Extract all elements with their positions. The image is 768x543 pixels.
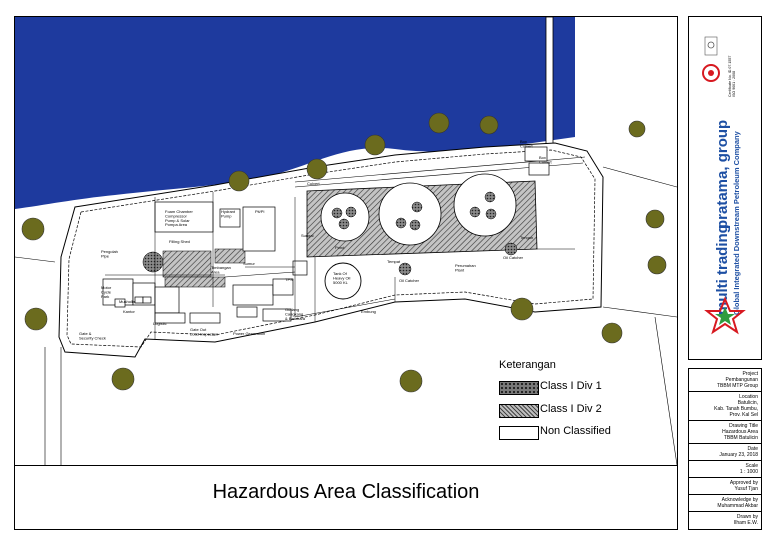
tank-1-div1-zone xyxy=(320,192,370,242)
info-value: Muhammad Akbar xyxy=(717,503,758,509)
filling-div1 xyxy=(142,251,164,273)
info-row-location: Location Batulicin, Kab. Tanah Bumbu, Pr… xyxy=(689,392,761,421)
oil-catcher-1 xyxy=(398,262,412,276)
tank-1 xyxy=(331,206,357,230)
legend-label-div2: Class I Div 2 xyxy=(540,403,602,415)
side-panel: multi trading pratama, group Global Inte… xyxy=(688,16,762,530)
filling-div2 xyxy=(162,250,212,278)
company-logo-box: multi trading pratama, group Global Inte… xyxy=(688,16,762,360)
label-tengah: Tengah xyxy=(520,235,533,240)
tank-2-div1-zone xyxy=(378,182,442,246)
info-heading: Date xyxy=(747,446,758,452)
label-tps: TPS xyxy=(285,277,293,282)
label-oil-catcher: Oil Catcher xyxy=(399,278,420,283)
info-row-approved: Approved by Yusuf Tjan xyxy=(689,478,761,495)
drawing-info-box: Project Pembangunan TBBM MTP Group Locat… xyxy=(688,368,762,530)
info-heading: Approved by xyxy=(729,480,758,486)
legend-label-none: Non Classified xyxy=(540,425,611,437)
label-embung: Embung xyxy=(361,309,376,314)
info-heading: Drawn by xyxy=(736,514,758,520)
legend-swatch-div2 xyxy=(499,404,539,418)
info-value: Pembangunan TBBM MTP Group xyxy=(716,377,758,389)
info-heading: Project xyxy=(742,371,758,377)
star-logo-icon xyxy=(704,296,746,335)
label-logistic: Logistic xyxy=(153,321,167,326)
company-name-part1: multi trading xyxy=(714,224,731,315)
legend-swatch-div1 xyxy=(499,381,539,395)
tanker-div2 xyxy=(164,276,226,288)
info-value: January 23, 2018 xyxy=(719,452,758,458)
label-sungai: Sungai xyxy=(301,233,314,238)
certificate-text: Certificate No. ID.07.1557ISO 9001 : 200… xyxy=(728,56,736,97)
label-oil-catcher2: Oil Catcher xyxy=(503,255,524,260)
label-culvert: Culvert xyxy=(307,181,321,186)
label-sumur: Sumur xyxy=(243,261,255,266)
info-row-date: Date January 23, 2018 xyxy=(689,444,761,461)
drawing-title: Hazardous Area Classification xyxy=(212,481,480,503)
label-tempat: Tempat xyxy=(387,259,401,264)
info-heading: Location xyxy=(739,394,758,400)
tank-2 xyxy=(395,201,423,231)
company-logo: multi trading pratama, group Global Inte… xyxy=(702,36,746,335)
tank-3 xyxy=(469,191,497,220)
iso-badge-icon xyxy=(702,36,720,82)
sea-area xyxy=(15,17,575,209)
internal-lines xyxy=(105,192,575,339)
outer-right-line xyxy=(602,166,678,466)
info-row-project: Project Pembangunan TBBM MTP Group xyxy=(689,369,761,392)
info-heading: Scale xyxy=(745,463,758,469)
info-value: 1 : 1000 xyxy=(739,469,758,475)
label-power: Power Generation xyxy=(233,331,265,336)
label-pond: Pond xyxy=(335,245,344,250)
label-pit: Pit/Pl xyxy=(255,209,264,214)
info-value: Yusuf Tjan xyxy=(734,486,758,492)
legend-swatch-none xyxy=(499,426,539,440)
label-fill-shed: Filling Shed xyxy=(169,239,190,244)
info-heading: Acknowledge by xyxy=(721,497,758,503)
info-heading: Drawing Title xyxy=(729,423,758,429)
oil-catcher-2 xyxy=(504,242,518,256)
legend-title: Keterangan xyxy=(499,359,556,371)
company-tagline: Global Integrated Downstream Petroleum C… xyxy=(732,130,741,315)
info-row-title: Drawing Title Hazardous Area TBBM Batuli… xyxy=(689,421,761,444)
title-block: Hazardous Area Classification xyxy=(14,466,678,530)
info-row-scale: Scale 1 : 1000 xyxy=(689,461,761,478)
trees xyxy=(21,112,667,393)
label-gate: Gate &Security Check xyxy=(79,331,106,340)
label-musholla: Musholla xyxy=(119,299,136,304)
jetty xyxy=(545,16,554,156)
buildings xyxy=(102,146,550,324)
info-value: Hazardous Area TBBM Batulicin xyxy=(722,429,758,441)
tank-3-div1-zone xyxy=(453,173,517,237)
info-row-acknowledge: Acknowledge by Muhammad Akbar xyxy=(689,495,761,512)
info-value: Batulicin, Kab. Tanah Bumbu, Prov. Kal S… xyxy=(714,400,758,418)
outer-left-line xyxy=(14,256,62,465)
heavy-oil-tank xyxy=(324,262,362,300)
company-name-part2: pratama, group xyxy=(714,120,731,229)
label-kantor: Kantor xyxy=(123,309,135,314)
site-plan: Gate &Security Check Logistic Gate OutLo… xyxy=(14,16,678,466)
pump-div2 xyxy=(214,248,246,264)
inner-fence xyxy=(66,149,596,348)
legend-label-div1: Class I Div 1 xyxy=(540,380,602,392)
info-row-drawn: Drawn by Ilham E.W. xyxy=(689,512,761,528)
info-value: Ilham E.W. xyxy=(733,520,758,526)
